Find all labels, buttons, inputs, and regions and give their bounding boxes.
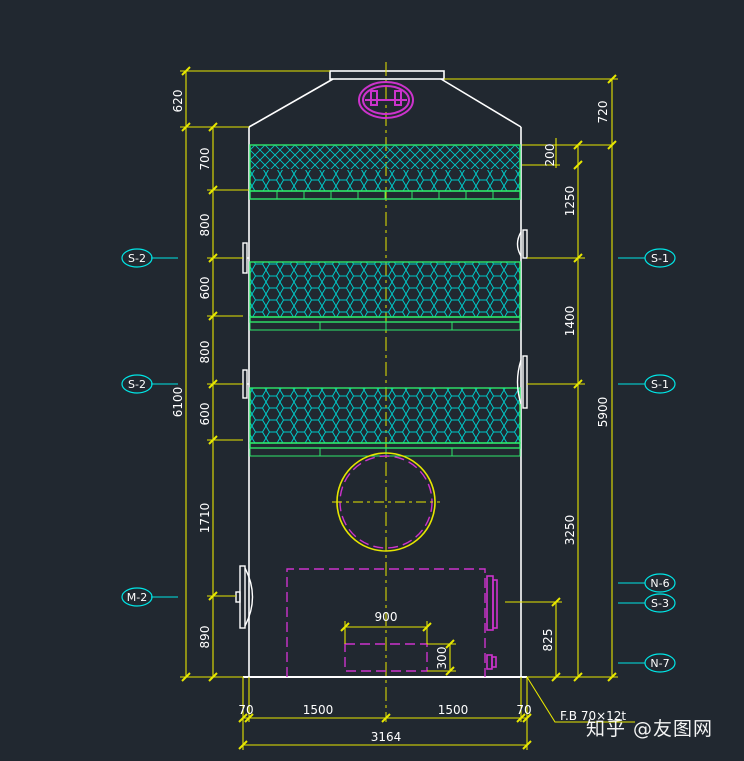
tag-n6: N-6 bbox=[618, 573, 676, 593]
svg-text:M-2: M-2 bbox=[127, 591, 147, 604]
dim-620: 620 bbox=[171, 90, 185, 113]
svg-text:N-7: N-7 bbox=[650, 657, 669, 670]
dim-600b: 600 bbox=[198, 403, 212, 426]
packing-layer-2 bbox=[249, 387, 521, 457]
dim-70-right: 70 bbox=[516, 703, 531, 717]
dim-890: 890 bbox=[198, 626, 212, 649]
dim-720: 720 bbox=[596, 101, 610, 124]
top-manhole bbox=[358, 81, 414, 119]
dim-800b: 800 bbox=[198, 341, 212, 364]
dim-1500-right: 1500 bbox=[438, 703, 469, 717]
svg-text:S-1: S-1 bbox=[651, 252, 669, 265]
dim-800a: 800 bbox=[198, 214, 212, 237]
packing-layer-1 bbox=[249, 261, 521, 331]
dimension-ticks bbox=[181, 66, 617, 750]
dimension-text: 620 700 800 600 800 600 1710 890 6100 20… bbox=[171, 90, 626, 744]
side-nozzles bbox=[235, 229, 528, 629]
dim-5900: 5900 bbox=[596, 397, 610, 428]
tag-s1-lower: S-1 bbox=[618, 374, 676, 394]
dim-700: 700 bbox=[198, 148, 212, 171]
tag-s2-lower: S-2 bbox=[121, 374, 178, 394]
dim-70-left: 70 bbox=[238, 703, 253, 717]
dim-1500-left: 1500 bbox=[303, 703, 334, 717]
svg-text:S-3: S-3 bbox=[651, 597, 669, 610]
tag-s1-upper: S-1 bbox=[618, 248, 676, 268]
base-plate-label: F.B 70×12t bbox=[560, 709, 626, 723]
bottom-tank bbox=[286, 568, 486, 677]
dim-900: 900 bbox=[375, 610, 398, 624]
dim-3164: 3164 bbox=[371, 730, 402, 744]
gas-inlet bbox=[332, 452, 440, 552]
svg-text:S-2: S-2 bbox=[128, 252, 146, 265]
tag-n7: N-7 bbox=[618, 653, 676, 673]
tag-s2-upper: S-2 bbox=[121, 248, 178, 268]
tower-shell bbox=[243, 70, 527, 678]
demister-layer bbox=[249, 144, 521, 200]
dim-300: 300 bbox=[435, 647, 449, 670]
dim-600a: 600 bbox=[198, 277, 212, 300]
nozzle-tags: S-2 S-2 M-2 S-1 S-1 N-6 bbox=[121, 248, 676, 673]
dim-200: 200 bbox=[543, 144, 557, 167]
dim-1400: 1400 bbox=[563, 306, 577, 337]
tag-m2: M-2 bbox=[121, 587, 178, 607]
dim-3250: 3250 bbox=[563, 515, 577, 546]
dim-1710: 1710 bbox=[198, 503, 212, 534]
dim-6100: 6100 bbox=[171, 387, 185, 418]
right-lower-nozzles bbox=[486, 575, 498, 670]
svg-text:S-1: S-1 bbox=[651, 378, 669, 391]
svg-text:S-2: S-2 bbox=[128, 378, 146, 391]
svg-text:N-6: N-6 bbox=[650, 577, 669, 590]
dim-1250: 1250 bbox=[563, 186, 577, 217]
dim-825: 825 bbox=[541, 629, 555, 652]
watermark-text: 知乎 @友图网 bbox=[586, 718, 714, 740]
tag-s3: S-3 bbox=[618, 593, 676, 613]
